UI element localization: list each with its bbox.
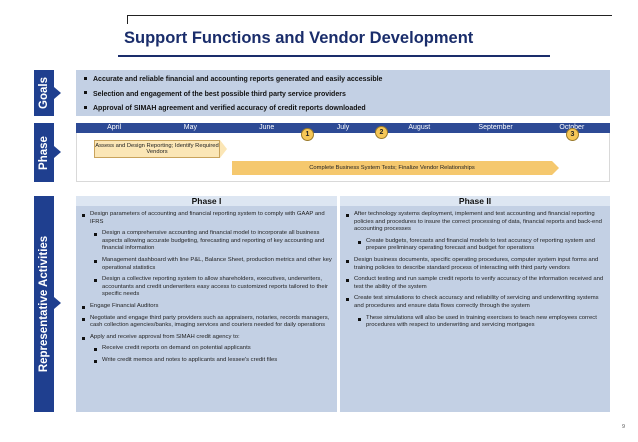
bullet-icon	[82, 317, 85, 321]
activity-text: Design a comprehensive accounting and fi…	[102, 230, 325, 252]
bullet-icon	[346, 259, 349, 263]
goal-item: Approval of SIMAH agreement and verified…	[84, 102, 610, 117]
sub-activity-item: Write credit memos and notes to applican…	[80, 357, 335, 365]
activity-item: Apply and receive approval from SIMAH cr…	[80, 334, 335, 342]
activity-text: Create budgets, forecasts and financial …	[366, 237, 595, 252]
activity-text: Negotiate and engage third party provide…	[90, 314, 330, 329]
sub-activity-item: Receive credit reports on demand on pote…	[80, 345, 335, 353]
month-header: April May June July August September Oct…	[76, 123, 610, 133]
activity-text: Receive credit reports on demand on pote…	[102, 345, 251, 352]
activity-item: Engage Financial Auditors	[80, 303, 335, 311]
complete-tests-bar: Complete Business System Tests; Finalize…	[232, 161, 559, 175]
goals-tab: Goals	[34, 70, 54, 116]
bullet-icon	[94, 348, 97, 352]
bullet-icon	[358, 317, 361, 321]
month-label: April	[107, 124, 122, 131]
activity-text: Apply and receive approval from SIMAH cr…	[90, 333, 240, 340]
phase-tab-label: Phase	[38, 135, 51, 170]
bullet-icon	[84, 105, 87, 109]
activity-text: Design business documents, specific oper…	[354, 256, 599, 271]
activity-text: Design parameters of accounting and fina…	[90, 211, 325, 225]
phase1-panel	[76, 196, 337, 412]
milestone-marker: 3	[566, 128, 579, 141]
milestone-marker: 2	[375, 126, 388, 139]
goal-text: Selection and engagement of the best pos…	[93, 90, 346, 98]
bullet-icon	[346, 279, 349, 283]
activity-item: Design parameters of accounting and fina…	[80, 211, 335, 226]
assess-design-bar: Assess and Design Reporting; Identify Re…	[94, 140, 220, 158]
bullet-icon	[84, 91, 87, 95]
bullet-icon	[346, 298, 349, 302]
page-number: 9	[621, 424, 625, 430]
activity-text: Conduct testing and run sample credit re…	[354, 276, 604, 290]
bullet-icon	[82, 336, 85, 340]
month-label: August	[408, 124, 431, 131]
phase-tab: Phase	[34, 123, 54, 182]
assess-arrow-head	[220, 140, 227, 158]
phase1-title: Phase I	[76, 196, 337, 206]
bullet-icon	[82, 305, 85, 309]
title-underline	[118, 55, 550, 57]
bullet-icon	[94, 233, 97, 237]
activity-item: After technology systems deployment, imp…	[344, 211, 607, 234]
goals-tab-arrow	[54, 87, 61, 99]
month-label: June	[259, 124, 275, 131]
activities-tab: Representative Activities	[34, 196, 54, 412]
activity-text: Design a collective reporting system to …	[102, 276, 328, 298]
activity-text: After technology systems deployment, imp…	[354, 211, 602, 233]
sub-activity-item: Management dashboard with line P&L, Bala…	[80, 257, 335, 272]
sub-activity-item: These simulations will also be used in t…	[344, 315, 607, 330]
activities-tab-arrow	[54, 297, 61, 309]
bullet-icon	[346, 214, 349, 217]
bullet-icon	[82, 214, 85, 217]
top-rule-tick	[127, 15, 128, 24]
bullet-icon	[94, 359, 97, 363]
activity-item: Negotiate and engage third party provide…	[80, 315, 335, 330]
phase1-activity-list: Design parameters of accounting and fina…	[80, 211, 335, 369]
bullet-icon	[84, 76, 87, 80]
goal-item: Selection and engagement of the best pos…	[84, 88, 610, 103]
phase2-activity-list: After technology systems deployment, imp…	[344, 211, 607, 334]
bullet-icon	[94, 279, 97, 283]
goals-tab-label: Goals	[38, 77, 50, 109]
month-label: October	[534, 123, 610, 133]
phase2-title: Phase II	[340, 196, 610, 206]
goal-text: Accurate and reliable financial and acco…	[93, 76, 383, 83]
milestone-marker: 1	[301, 128, 314, 141]
top-rule	[127, 15, 612, 16]
activity-item: Design business documents, specific oper…	[344, 257, 607, 272]
activity-item: Create test simulations to check accurac…	[344, 295, 607, 310]
month-label: May	[183, 124, 198, 131]
bullet-icon	[358, 240, 361, 244]
goal-item: Accurate and reliable financial and acco…	[84, 73, 610, 88]
activity-text: Management dashboard with line P&L, Bala…	[102, 256, 332, 271]
phase2-panel	[340, 196, 610, 412]
goal-text: Approval of SIMAH agreement and verified…	[93, 105, 366, 112]
activity-text: Engage Financial Auditors	[90, 302, 159, 309]
activity-text: Write credit memos and notes to applican…	[102, 356, 278, 363]
bullet-icon	[94, 259, 97, 263]
page-title: Support Functions and Vendor Development	[124, 29, 474, 47]
activity-text: These simulations will also be used in t…	[366, 314, 597, 329]
month-label: September	[478, 124, 513, 131]
sub-activity-item: Design a comprehensive accounting and fi…	[80, 230, 335, 253]
activity-text: Create test simulations to check accurac…	[354, 295, 599, 309]
month-label: July	[336, 124, 350, 131]
sub-activity-item: Design a collective reporting system to …	[80, 276, 335, 299]
sub-activity-item: Create budgets, forecasts and financial …	[344, 238, 607, 253]
activities-tab-label: Representative Activities	[38, 235, 51, 373]
goals-box: Accurate and reliable financial and acco…	[76, 70, 610, 116]
activity-item: Conduct testing and run sample credit re…	[344, 276, 607, 291]
phase-tab-arrow	[54, 146, 61, 158]
